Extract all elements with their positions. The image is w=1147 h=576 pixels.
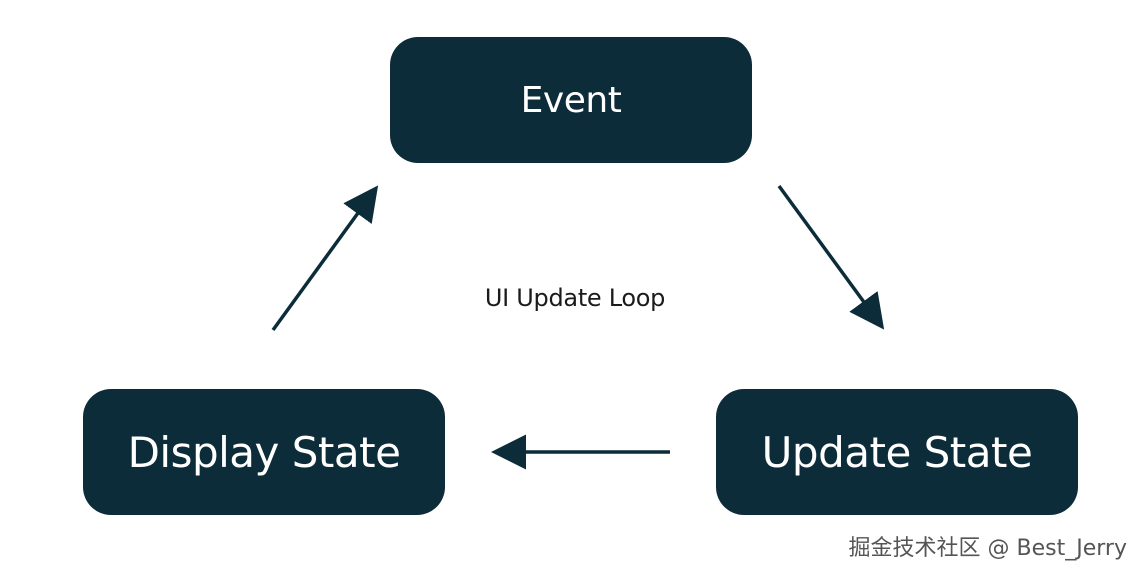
node-event: Event: [390, 37, 752, 163]
center-label: UI Update Loop: [484, 284, 666, 312]
watermark: 掘金技术社区 @ Best_Jerry: [848, 536, 1127, 561]
node-display-state-label: Display State: [127, 427, 401, 477]
node-event-label: Event: [520, 79, 622, 121]
node-display-state: Display State: [83, 389, 445, 515]
node-update-state: Update State: [716, 389, 1078, 515]
node-update-state-label: Update State: [761, 427, 1033, 477]
arrow-display-state-to-event: [271, 185, 379, 332]
arrow-event-to-update-state: [777, 184, 885, 330]
